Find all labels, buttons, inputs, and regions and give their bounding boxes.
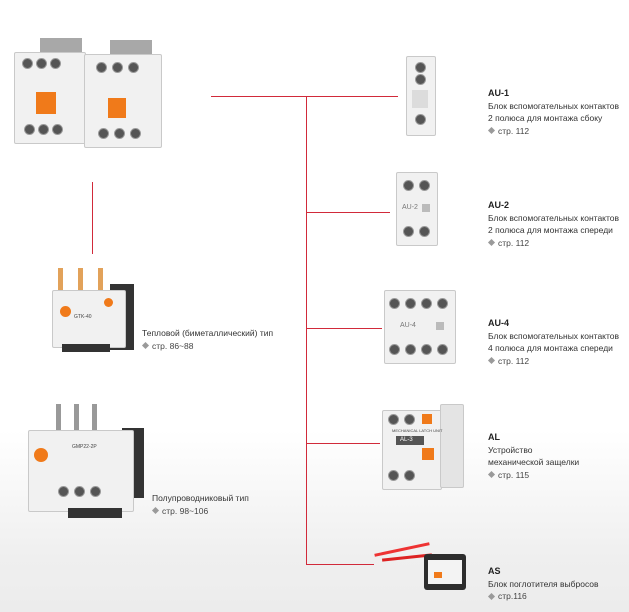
au4-device-label: AU-4 (400, 322, 416, 329)
as-ref: стр.116 (498, 591, 527, 601)
al-ref: стр. 115 (498, 469, 530, 480)
al-description: AL Устройство механической защелки стр. … (487, 431, 580, 481)
al-device-image: MECHANICAL LATCH UNIT AL-3 (382, 404, 464, 490)
bullet-icon (487, 471, 496, 479)
solid-state-relay-description: Полупроводниковый тип стр. 98~106 (151, 492, 249, 517)
contactor-image (14, 36, 164, 148)
bullet-icon (487, 592, 496, 600)
as-title: AS (488, 566, 501, 576)
thermal-relay-label: Тепловой (биметаллический) тип (142, 328, 274, 338)
connector-relay (92, 182, 93, 254)
bullet-icon (487, 357, 496, 365)
connector-main-horizontal (211, 96, 307, 97)
au1-description: AU-1 Блок вспомогательных контактов 2 по… (487, 87, 620, 137)
au1-line2: 2 полюса для монтажа сбоку (488, 113, 603, 123)
as-device-image (368, 530, 474, 600)
relay2-device-label: GMP22-2P (72, 444, 97, 450)
solid-state-relay-image: GMP22-2P (28, 404, 146, 522)
bullet-icon (151, 507, 160, 515)
au4-line2: 4 полюса для монтажа спереди (488, 343, 613, 353)
au1-device-image (406, 56, 436, 136)
au1-ref: стр. 112 (498, 125, 530, 136)
bullet-icon (487, 239, 496, 247)
au4-line1: Блок вспомогательных контактов (488, 330, 620, 341)
au2-device-label: AU-2 (402, 204, 418, 211)
al-title: AL (488, 432, 500, 442)
connector-au4 (306, 328, 382, 329)
au2-ref: стр. 112 (498, 237, 530, 248)
au2-title: AU-2 (488, 200, 510, 210)
thermal-relay-image: GTK-40 (38, 268, 136, 354)
as-line1: Блок поглотителя выбросов (488, 578, 599, 589)
au4-device-image: AU-4 (384, 290, 456, 364)
thermal-relay-description: Тепловой (биметаллический) тип стр. 86~8… (141, 327, 274, 352)
al-line2: механической защелки (488, 457, 580, 467)
au2-device-image: AU-2 (396, 172, 438, 246)
au2-line1: Блок вспомогательных контактов (488, 212, 620, 223)
connector-as (306, 564, 374, 565)
au2-line2: 2 полюса для монтажа спереди (488, 225, 613, 235)
au2-description: AU-2 Блок вспомогательных контактов 2 по… (487, 199, 620, 249)
au4-description: AU-4 Блок вспомогательных контактов 4 по… (487, 317, 620, 367)
connector-au2 (306, 212, 390, 213)
bullet-icon (141, 342, 150, 350)
au1-title: AU-1 (488, 88, 510, 98)
au4-title: AU-4 (488, 318, 510, 328)
solid-state-relay-label: Полупроводниковый тип (152, 493, 249, 503)
connector-trunk (306, 96, 307, 565)
connector-al (306, 443, 380, 444)
au4-ref: стр. 112 (498, 355, 530, 366)
relay1-device-label: GTK-40 (74, 314, 92, 320)
al-device-name-label: AL-3 (400, 437, 413, 443)
connector-au1 (306, 96, 398, 97)
al-line1: Устройство (488, 444, 533, 455)
solid-state-relay-ref: стр. 98~106 (162, 505, 209, 516)
as-description: AS Блок поглотителя выбросов стр.116 (487, 565, 599, 603)
bullet-icon (487, 127, 496, 135)
al-device-top-label: MECHANICAL LATCH UNIT (392, 428, 443, 433)
thermal-relay-ref: стр. 86~88 (152, 340, 194, 351)
au1-line1: Блок вспомогательных контактов (488, 100, 620, 111)
